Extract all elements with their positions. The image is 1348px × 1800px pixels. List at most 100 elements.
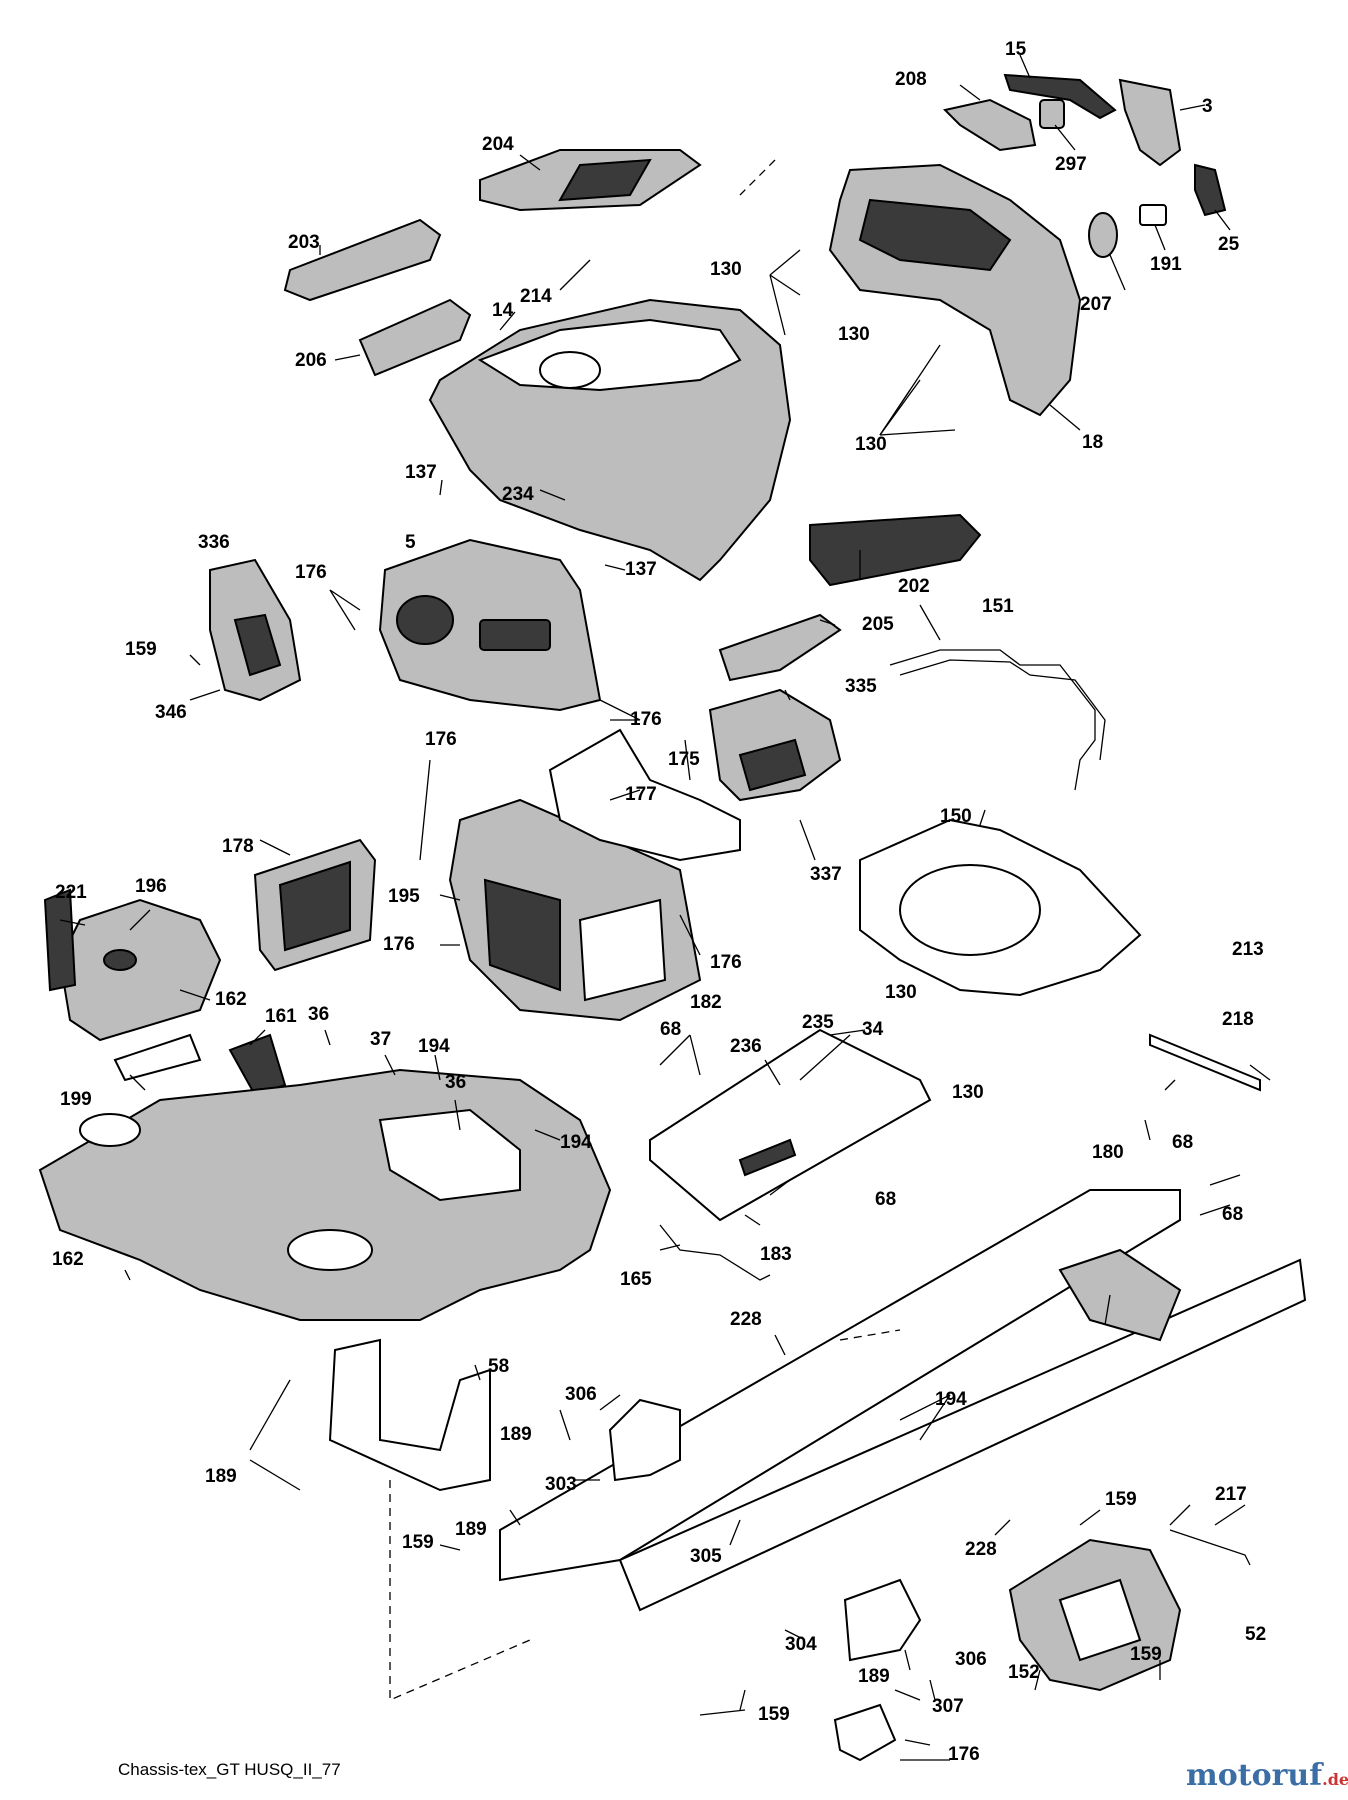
callout-178: 178 — [222, 836, 254, 857]
callout-194b: 194 — [560, 1132, 592, 1153]
callout-335: 335 — [845, 676, 877, 697]
callout-206: 206 — [295, 350, 327, 371]
callout-159c: 159 — [1105, 1489, 1137, 1510]
callout-221: 221 — [55, 882, 87, 903]
brand-logo[interactable]: motoruf.de — [1186, 1758, 1348, 1793]
callout-180: 180 — [1092, 1142, 1124, 1163]
callout-218: 218 — [1222, 1009, 1254, 1030]
callout-214: 214 — [520, 286, 552, 307]
callout-303: 303 — [545, 1474, 577, 1495]
callout-130c: 130 — [855, 434, 887, 455]
callout-182: 182 — [690, 992, 722, 1013]
callout-189c: 189 — [455, 1519, 487, 1540]
callout-137a: 137 — [405, 462, 437, 483]
rod-part — [659, 1224, 771, 1281]
callout-36a: 36 — [308, 1004, 329, 1025]
callout-137b: 137 — [625, 559, 657, 580]
callout-165: 165 — [620, 1269, 652, 1290]
callout-130d: 130 — [885, 982, 917, 1003]
light-bracket-part — [1118, 78, 1182, 167]
callout-150: 150 — [940, 806, 972, 827]
fender-part — [38, 1068, 612, 1321]
callout-195: 195 — [388, 886, 420, 907]
callout-25: 25 — [1218, 234, 1240, 255]
callout-176b: 176 — [630, 709, 662, 730]
callout-159b: 159 — [402, 1532, 434, 1553]
callout-159d: 159 — [1130, 1644, 1162, 1665]
callout-177: 177 — [625, 784, 657, 805]
fuel-cover-part — [58, 898, 222, 1042]
callout-205: 205 — [862, 614, 894, 635]
rear-bracket-part — [328, 1338, 491, 1492]
callout-175: 175 — [668, 749, 700, 770]
callout-15: 15 — [1005, 39, 1027, 60]
callout-346: 346 — [155, 702, 187, 723]
callout-152: 152 — [1008, 1662, 1040, 1683]
deflector-part — [228, 1033, 287, 1097]
callout-3: 3 — [1202, 96, 1213, 117]
callout-217: 217 — [1215, 1484, 1247, 1505]
callout-130e: 130 — [952, 1082, 984, 1103]
callout-304: 304 — [785, 1634, 817, 1655]
bar-part — [1149, 1033, 1261, 1092]
callout-337: 337 — [810, 864, 842, 885]
callout-202: 202 — [898, 576, 930, 597]
brand-tld: .de — [1322, 1770, 1348, 1789]
callout-34: 34 — [862, 1019, 884, 1040]
callout-235: 235 — [802, 1012, 834, 1033]
callout-199: 199 — [60, 1089, 92, 1110]
callout-151: 151 — [982, 596, 1014, 617]
panel-trim-part — [718, 613, 842, 682]
callout-18: 18 — [1082, 432, 1103, 453]
callout-204: 204 — [482, 134, 514, 155]
callout-161: 161 — [265, 1006, 297, 1027]
callout-176a: 176 — [295, 562, 327, 583]
lamp-part — [1088, 212, 1118, 258]
plate-304-part — [843, 1578, 922, 1662]
front-grille-part — [828, 163, 1082, 417]
callout-336: 336 — [198, 532, 230, 553]
callout-194c: 194 — [935, 1389, 967, 1410]
callout-183: 183 — [760, 1244, 792, 1265]
callout-194a: 194 — [418, 1036, 450, 1057]
callout-236: 236 — [730, 1036, 762, 1057]
cover-307-part — [833, 1703, 897, 1762]
bracket-part — [548, 728, 741, 862]
callout-159a: 159 — [125, 639, 157, 660]
callout-196: 196 — [135, 876, 167, 897]
callout-130b: 130 — [838, 324, 870, 345]
callout-130a: 130 — [710, 259, 742, 280]
callout-306b: 306 — [955, 1649, 987, 1670]
callout-305: 305 — [690, 1546, 722, 1567]
light-lens-part — [1003, 73, 1117, 120]
callout-68b: 68 — [875, 1189, 896, 1210]
callout-37: 37 — [370, 1029, 391, 1050]
callout-5: 5 — [405, 532, 416, 553]
heat-shield-part — [113, 1033, 202, 1082]
callout-207: 207 — [1080, 294, 1112, 315]
callout-176c: 176 — [425, 729, 457, 750]
socket-part — [1139, 204, 1167, 226]
callout-208: 208 — [895, 69, 927, 90]
callout-159e: 159 — [758, 1704, 790, 1725]
callout-189a: 189 — [500, 1424, 532, 1445]
plate-303-part — [608, 1398, 681, 1482]
diagram-caption: Chassis-tex_GT HUSQ_II_77 — [118, 1760, 341, 1779]
decal-part — [43, 888, 77, 992]
callout-203: 203 — [288, 232, 320, 253]
mount-plate-part — [649, 1028, 932, 1222]
callout-213: 213 — [1232, 939, 1264, 960]
callout-176d: 176 — [383, 934, 415, 955]
callout-228b: 228 — [965, 1539, 997, 1560]
callout-307: 307 — [932, 1696, 964, 1717]
callout-68d: 68 — [1222, 1204, 1243, 1225]
callout-52: 52 — [1245, 1624, 1266, 1645]
callout-306a: 306 — [565, 1384, 597, 1405]
light-housing-part — [943, 98, 1037, 152]
frame-part — [499, 1189, 1307, 1612]
callout-68c: 68 — [1172, 1132, 1193, 1153]
side-grille-part — [283, 218, 442, 302]
callout-176h: 176 — [948, 1744, 980, 1765]
callout-14: 14 — [492, 300, 514, 321]
callout-162b: 162 — [52, 1249, 84, 1270]
